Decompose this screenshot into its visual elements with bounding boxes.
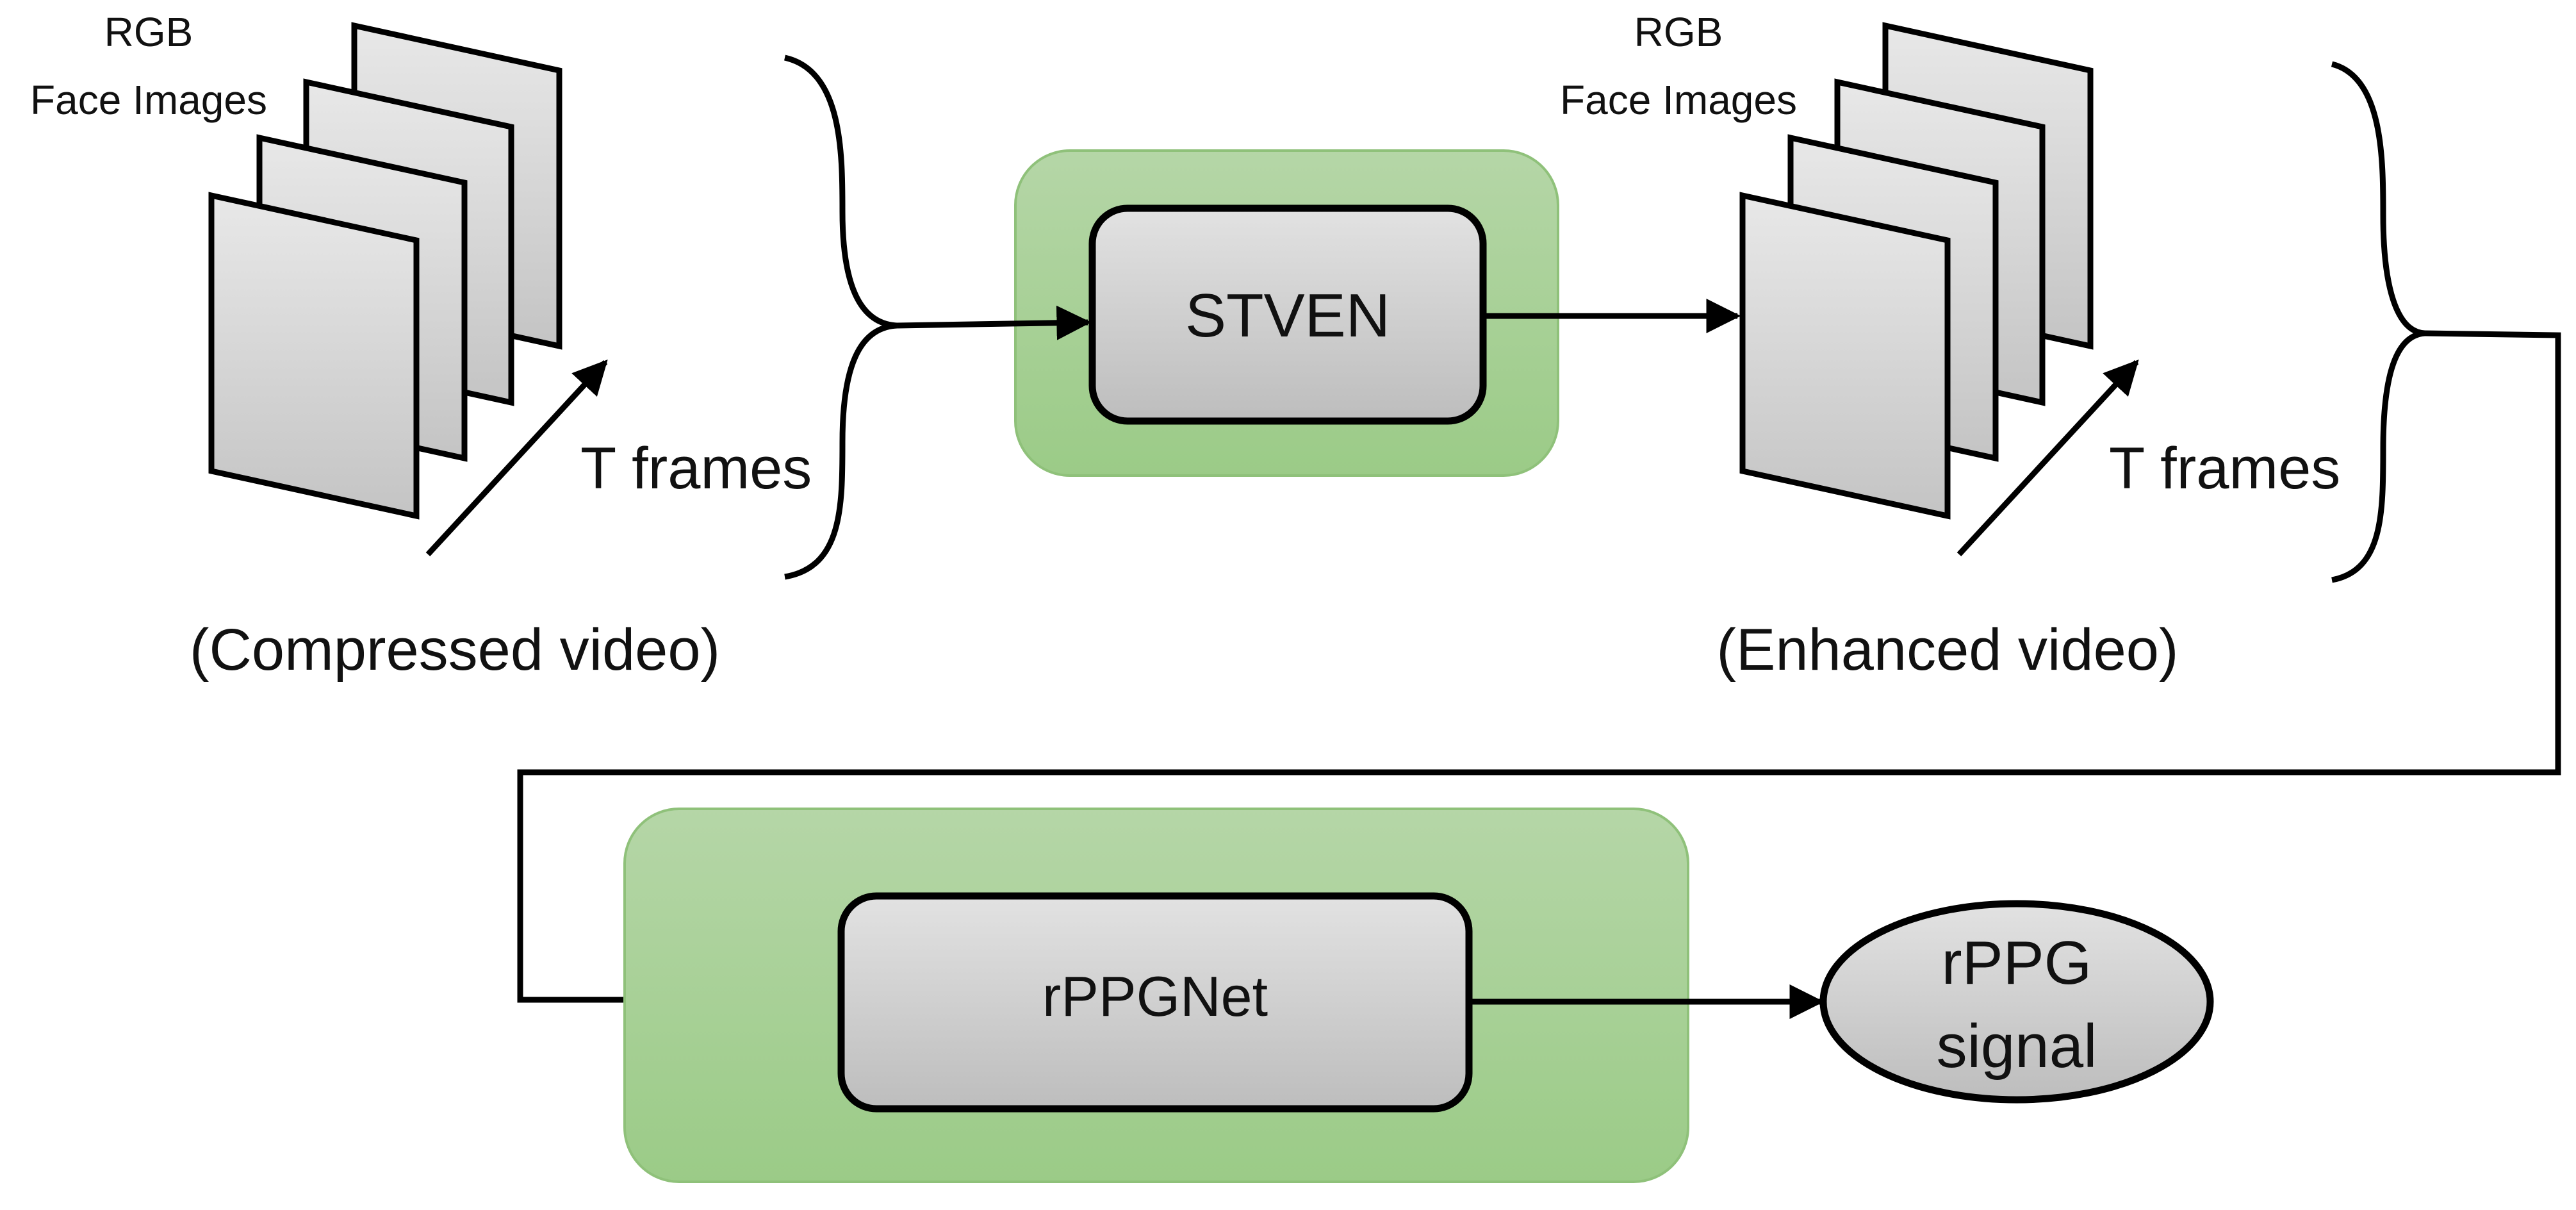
- input-t-frames-label: T frames: [580, 436, 812, 501]
- output-video-group: RGB Face Images T frames (Enhanced video…: [1560, 9, 2425, 683]
- output-frame-1: [1739, 192, 1951, 520]
- stven-panel: STVEN: [1014, 149, 1559, 477]
- arrow-input-to-stven: [896, 305, 1092, 340]
- output-caption: (Enhanced video): [1716, 617, 2178, 683]
- input-caption: (Compressed video): [190, 617, 720, 683]
- input-face-images-label: Face Images: [30, 77, 267, 123]
- rppg-signal-node: rPPG signal: [1819, 900, 2214, 1104]
- input-rgb-label: RGB: [104, 9, 193, 55]
- output-t-frames-label: T frames: [2109, 436, 2340, 501]
- input-frame-stack: [208, 22, 562, 520]
- output-rgb-label: RGB: [1634, 9, 1723, 55]
- rppg-signal-line2: signal: [1937, 1012, 2097, 1081]
- connector-output-to-rppgnet: [517, 330, 2561, 1017]
- stven-label: STVEN: [1185, 281, 1390, 350]
- input-time-arrow: [425, 360, 608, 557]
- rppgnet-label: rPPGNet: [1042, 965, 1268, 1028]
- rppg-signal-ellipse: [1819, 900, 2214, 1104]
- output-face-images-label: Face Images: [1560, 77, 1797, 123]
- input-video-group: RGB Face Images T frames (Compressed vid…: [30, 9, 898, 683]
- rppgnet-panel: rPPGNet: [623, 808, 1689, 1183]
- rppg-signal-line1: rPPG: [1942, 929, 2092, 997]
- input-frame-1: [208, 192, 420, 520]
- input-brace: [783, 54, 898, 580]
- output-time-arrow: [1957, 360, 2139, 557]
- output-brace: [2331, 61, 2425, 583]
- output-frame-stack: [1739, 22, 2094, 520]
